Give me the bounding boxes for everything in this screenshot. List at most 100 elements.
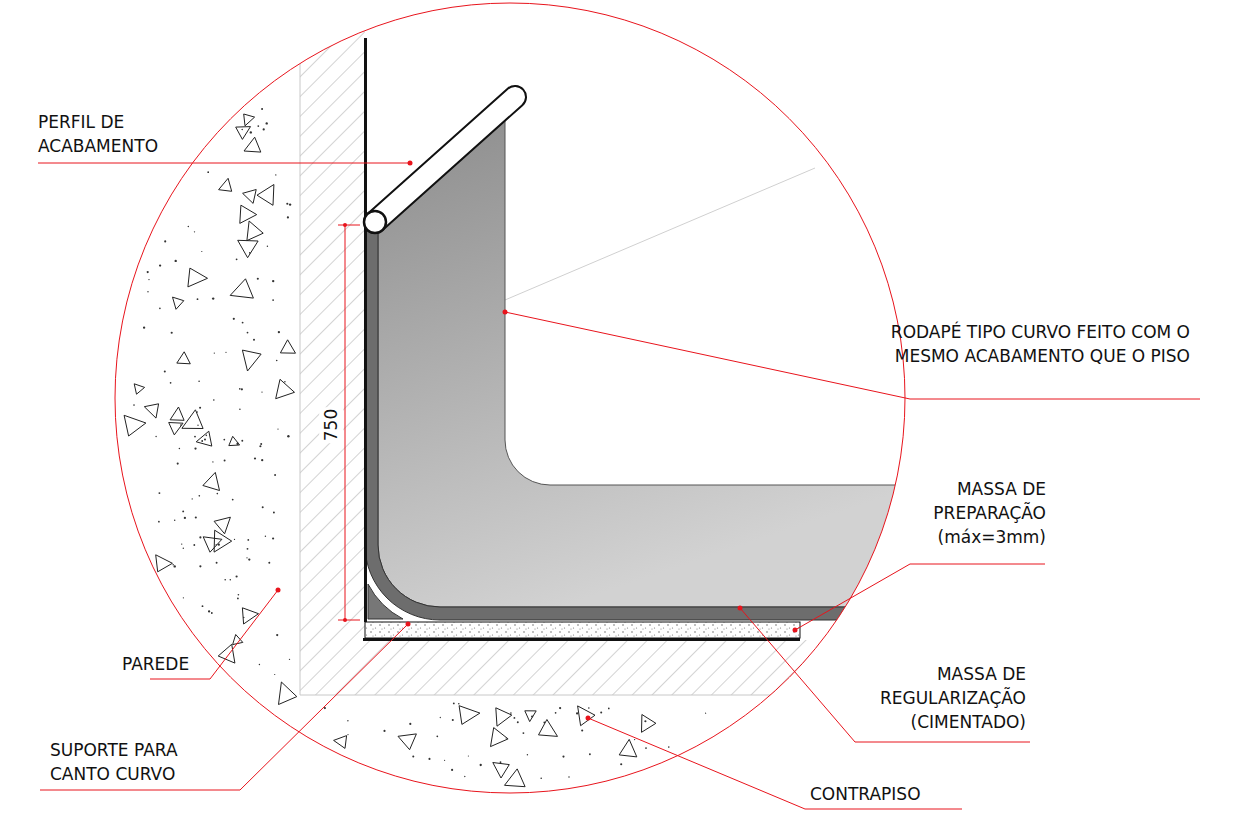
sand-dot xyxy=(188,226,189,227)
sand-dot xyxy=(527,754,528,755)
sand-dot xyxy=(194,436,196,438)
sand-dot xyxy=(164,370,166,372)
sand-dot xyxy=(436,735,438,737)
leader-dots xyxy=(276,161,798,721)
sand-dot xyxy=(234,539,235,540)
sand-dot xyxy=(133,404,135,406)
sand-dot xyxy=(347,720,348,721)
corner-support xyxy=(368,584,403,619)
sand-dot xyxy=(540,777,542,779)
aggregate-mark xyxy=(218,644,235,663)
sand-dot xyxy=(216,544,217,545)
sand-dot xyxy=(159,264,161,266)
sand-dot xyxy=(214,352,215,353)
sand-dot xyxy=(257,278,259,280)
skirting-profile xyxy=(365,228,900,620)
sand-dot xyxy=(174,520,176,522)
sand-dot xyxy=(158,492,160,494)
finishing-profile xyxy=(375,97,515,222)
sand-dot xyxy=(198,380,200,382)
aggregate-mark xyxy=(182,410,203,429)
sand-dot xyxy=(224,459,226,461)
sand-dot xyxy=(158,521,160,523)
aggregate-mark xyxy=(619,739,637,757)
aggregate-mark xyxy=(539,720,558,737)
aggregate-mark xyxy=(244,114,255,126)
sand-dot xyxy=(199,536,201,538)
part-label: MASSA DE PREPARAÇÃO (máx=3mm) xyxy=(896,477,1046,549)
sand-dot xyxy=(230,579,232,581)
sand-dot xyxy=(276,360,278,362)
leveling-compound xyxy=(365,622,800,638)
sand-dot xyxy=(453,703,455,705)
sand-dot xyxy=(272,537,274,539)
sand-dot xyxy=(208,610,210,612)
aggregate-mark xyxy=(244,137,261,152)
sand-dot xyxy=(143,327,145,329)
sand-dot xyxy=(199,565,201,567)
aggregate-mark xyxy=(642,715,656,733)
aggregate-mark xyxy=(276,379,295,398)
sand-dot xyxy=(249,252,251,254)
sand-dot xyxy=(248,558,250,560)
aggregate-mark xyxy=(169,423,183,435)
sand-dot xyxy=(195,516,197,518)
skirting-face xyxy=(378,102,900,607)
sand-dot xyxy=(241,388,243,390)
sand-dot xyxy=(257,125,259,127)
sand-dot xyxy=(428,758,430,760)
sand-dot xyxy=(262,506,264,508)
sand-dot xyxy=(259,445,261,447)
sand-dot xyxy=(207,171,209,173)
sand-dot xyxy=(510,712,512,714)
aggregate-mark xyxy=(124,415,146,436)
sand-dot xyxy=(347,734,348,735)
aggregate-mark xyxy=(170,407,184,420)
sand-dot xyxy=(267,246,268,247)
sand-dot xyxy=(171,332,173,334)
sand-dot xyxy=(196,411,198,413)
sand-dot xyxy=(644,720,646,722)
sand-dot xyxy=(259,664,260,665)
sand-dot xyxy=(253,339,255,341)
sand-dot xyxy=(202,605,204,607)
sand-dot xyxy=(194,231,195,232)
sand-dot xyxy=(194,447,196,449)
sand-dot xyxy=(620,763,622,765)
part-label: RODAPÉ TIPO CURVO FEITO COM O MESMO ACAB… xyxy=(890,320,1190,368)
wall-surface xyxy=(364,38,367,622)
sand-dot xyxy=(272,299,274,301)
aggregate-mark xyxy=(214,517,230,534)
sand-dot xyxy=(268,562,270,564)
sand-dot xyxy=(286,203,288,205)
sand-dot xyxy=(197,425,198,426)
sand-dot xyxy=(500,761,502,763)
sand-dot xyxy=(243,617,245,619)
sand-dot xyxy=(555,712,557,714)
sand-dot xyxy=(201,440,203,442)
dimension-text: 750 xyxy=(319,407,343,443)
aggregate-mark xyxy=(219,178,232,191)
sand-dot xyxy=(211,612,213,614)
sand-dot xyxy=(383,730,385,732)
aggregate-mark xyxy=(280,340,295,353)
sand-dot xyxy=(278,331,280,333)
aggregate-mark xyxy=(243,190,257,204)
sand-dot xyxy=(232,499,234,501)
sand-dot xyxy=(451,769,453,771)
sand-dot xyxy=(705,713,706,714)
sand-dot xyxy=(183,547,184,548)
sand-dot xyxy=(589,753,591,755)
sand-dot xyxy=(147,271,149,273)
sand-dot xyxy=(409,723,411,725)
sand-dot xyxy=(576,712,578,714)
aggregate-mark xyxy=(398,734,416,750)
sand-dot xyxy=(668,746,670,748)
sand-dot xyxy=(170,382,172,384)
sand-dot xyxy=(223,439,225,441)
sand-dot xyxy=(276,634,278,636)
sand-dot xyxy=(266,122,268,124)
sand-dot xyxy=(284,381,286,383)
part-label: PAREDE xyxy=(122,652,232,676)
aggregate-mark xyxy=(525,711,536,722)
